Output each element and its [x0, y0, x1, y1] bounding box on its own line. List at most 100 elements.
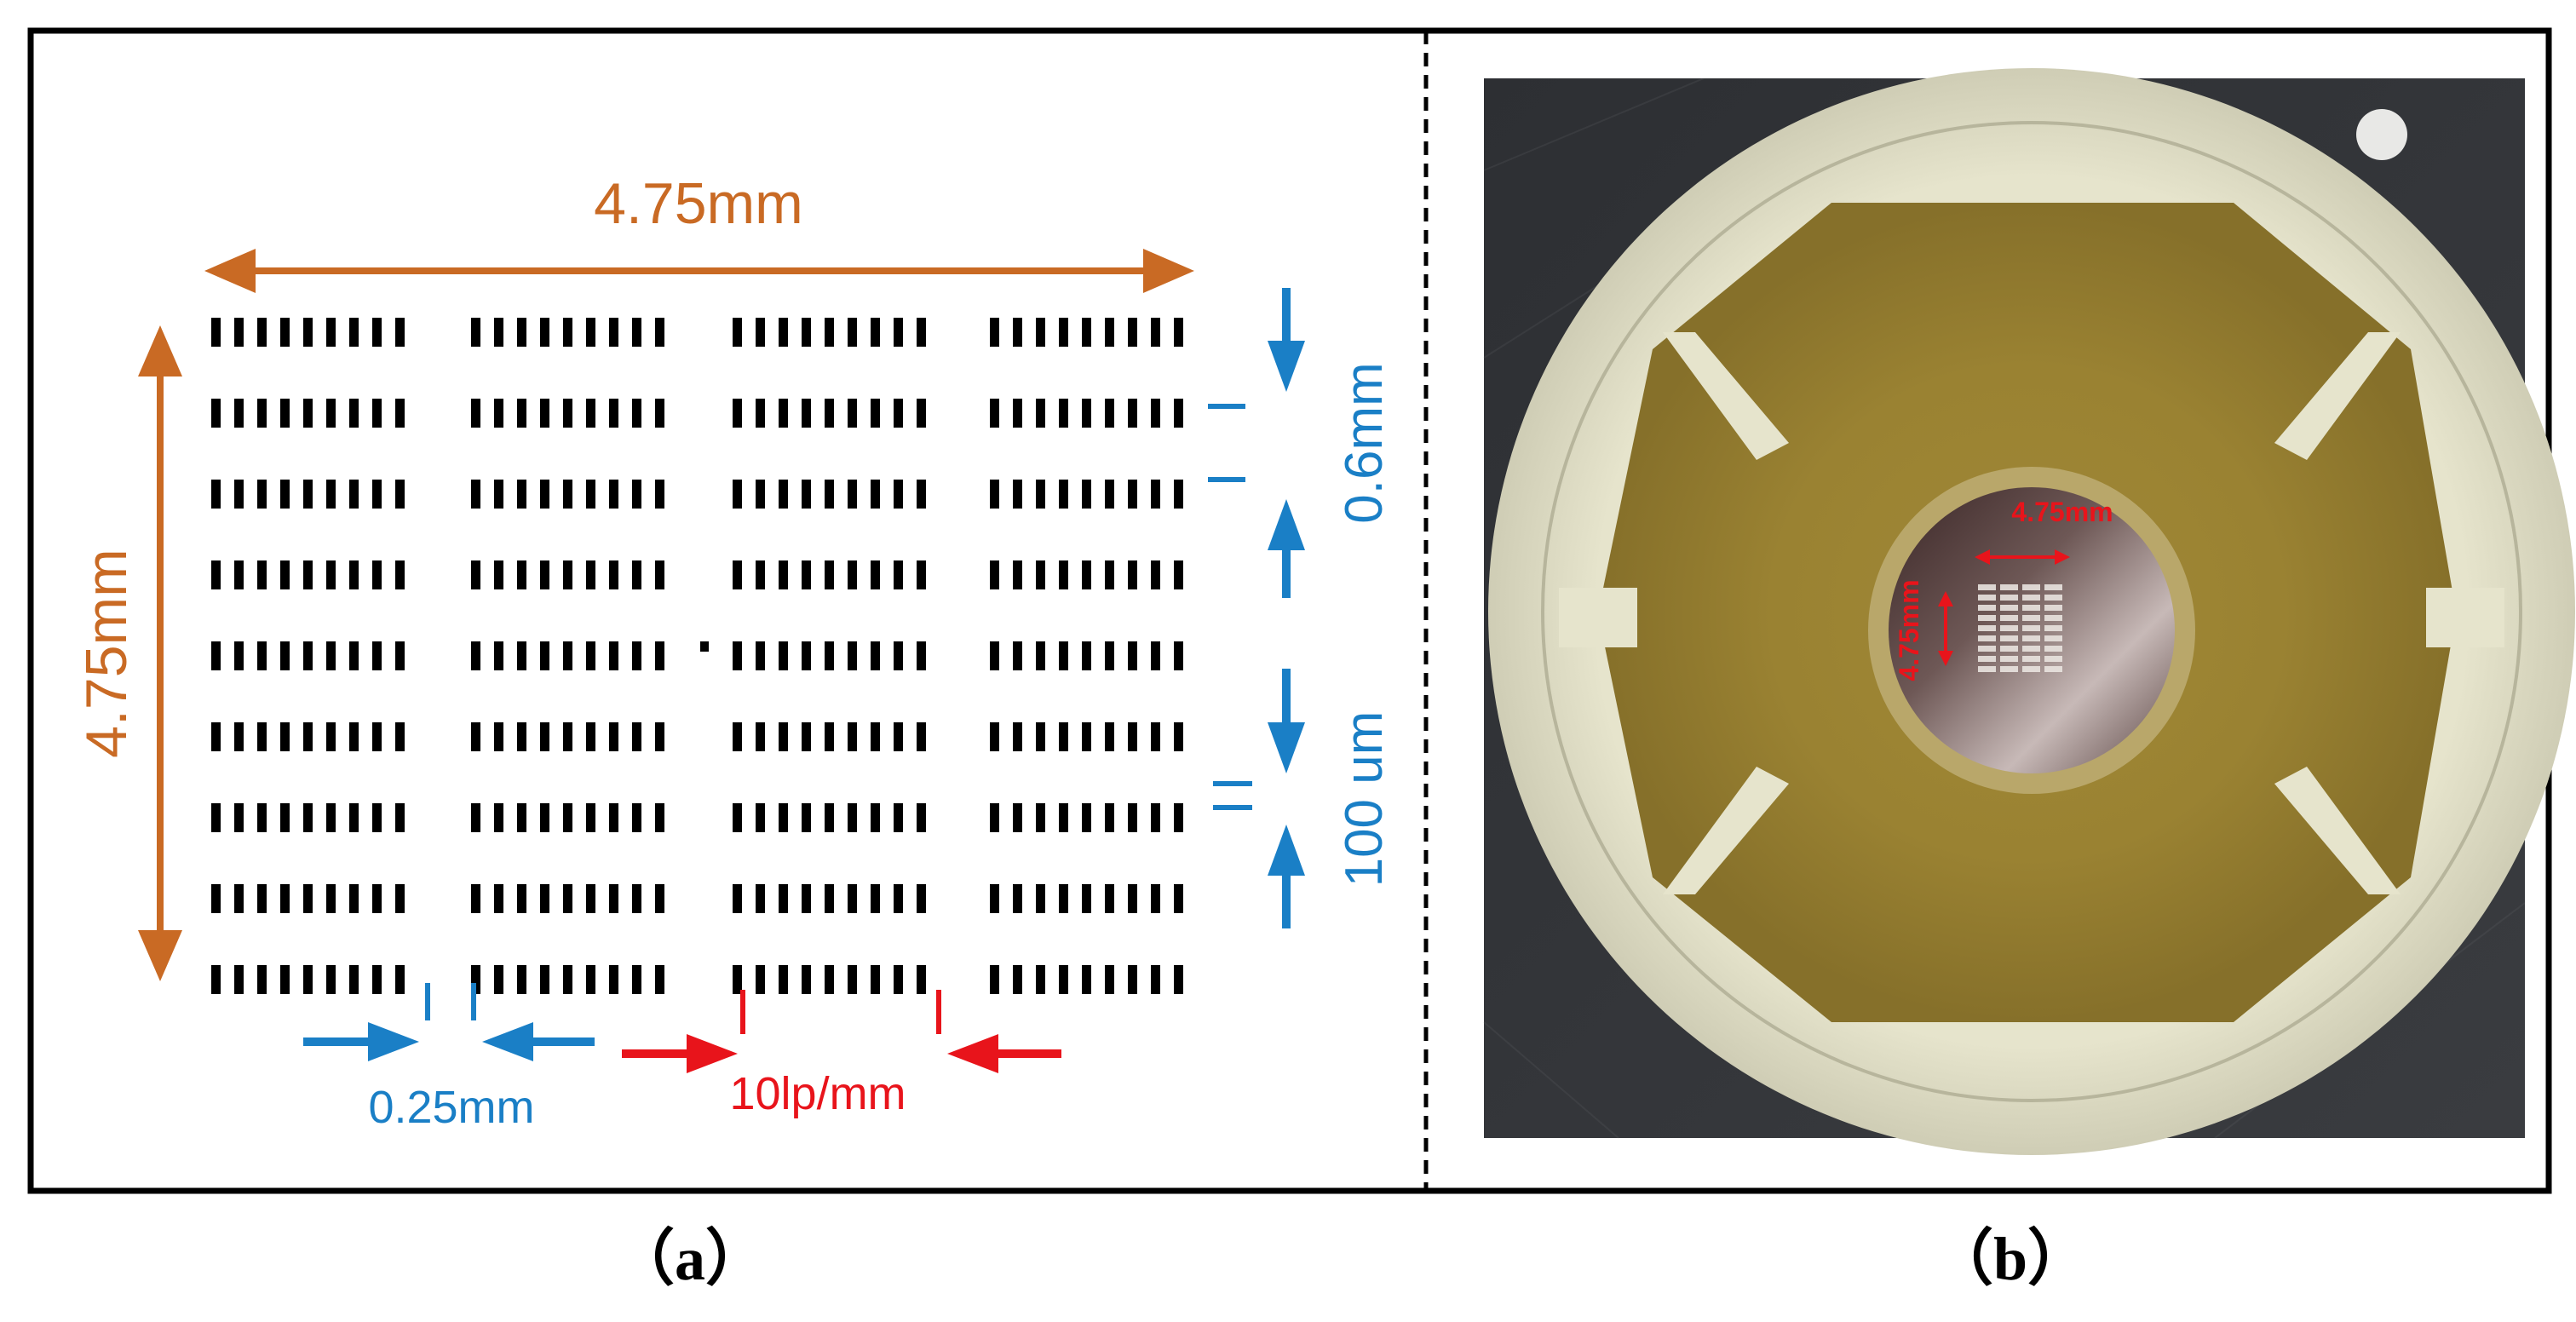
grating-bar: [917, 399, 926, 428]
grating-bar: [1128, 722, 1137, 751]
bar-width-label: 100 um: [1335, 711, 1394, 888]
grating-bar: [871, 318, 880, 347]
lens-pattern-cell: [1978, 625, 1996, 631]
grating-bar: [871, 884, 880, 913]
grating-bar: [303, 399, 313, 428]
grating-bar: [303, 803, 313, 832]
lens-pattern-cell: [2044, 595, 2062, 601]
width-arrow: [204, 249, 1194, 293]
grating-bar: [990, 641, 999, 670]
grating-bar: [609, 722, 618, 751]
grating-bar: [825, 965, 834, 994]
grating-bar: [1013, 399, 1022, 428]
grating-bar: [894, 560, 903, 589]
grating-bar: [894, 803, 903, 832]
grating-bar: [655, 641, 664, 670]
grating-bar: [303, 560, 313, 589]
grating-bar: [802, 965, 811, 994]
grating-bar: [1174, 965, 1183, 994]
grating-bar: [990, 480, 999, 509]
grating-bar: [517, 641, 526, 670]
grating-bar: [1151, 641, 1160, 670]
lens-pattern-cell: [2044, 666, 2062, 672]
width-label: 4.75mm: [594, 171, 803, 236]
grating-bar: [894, 480, 903, 509]
grating-bar: [211, 399, 221, 428]
grating-bar: [1151, 803, 1160, 832]
grating-bar: [540, 965, 549, 994]
grating-bar: [494, 965, 503, 994]
grating-bar: [1036, 318, 1045, 347]
grating-bar: [257, 722, 267, 751]
grating-bar: [655, 399, 664, 428]
grating-bar: [1151, 399, 1160, 428]
grating-bar: [1105, 399, 1114, 428]
grating-bar: [349, 480, 359, 509]
grating-bar: [848, 641, 857, 670]
grating-bar: [917, 560, 926, 589]
grating-bar: [586, 641, 595, 670]
grating-bar: [349, 318, 359, 347]
bar-group: [211, 641, 405, 670]
grating-bar: [733, 965, 742, 994]
grating-bar: [563, 641, 572, 670]
lens-pattern-cell: [1978, 646, 1996, 652]
grating-bar: [779, 560, 788, 589]
grating-bar: [372, 803, 382, 832]
grating-bar: [917, 965, 926, 994]
grating-bar: [779, 884, 788, 913]
grating-bar: [756, 399, 765, 428]
grating-bar: [517, 803, 526, 832]
bar-group: [733, 399, 926, 428]
grating-bar: [211, 803, 221, 832]
grating-bar: [733, 399, 742, 428]
grating-bar: [825, 803, 834, 832]
grating-bar: [894, 884, 903, 913]
grating-bar: [632, 965, 641, 994]
grating-bar: [234, 560, 244, 589]
grating-bar: [1059, 884, 1068, 913]
grating-bar: [257, 399, 267, 428]
grating-bar: [632, 318, 641, 347]
center-mark: [700, 641, 709, 652]
grating-bar: [917, 722, 926, 751]
grating-bar: [280, 560, 290, 589]
lens-pattern-cell: [2022, 625, 2040, 631]
bar-group: [733, 560, 926, 589]
lens-pattern-cell: [1978, 605, 1996, 611]
test-pattern-grid: [211, 318, 1183, 994]
grating-bar: [802, 318, 811, 347]
grating-bar: [280, 318, 290, 347]
grating-bar: [1059, 560, 1068, 589]
grating-bar: [825, 318, 834, 347]
grating-bar: [372, 318, 382, 347]
bar-group: [471, 965, 664, 994]
grating-bar: [349, 722, 359, 751]
grating-bar: [1082, 965, 1091, 994]
bar-group: [211, 722, 405, 751]
grating-bar: [1128, 399, 1137, 428]
grating-bar: [563, 965, 572, 994]
grating-bar: [779, 641, 788, 670]
grating-bar: [848, 803, 857, 832]
panel-a: 4.75mm 4.75mm 0.6mm 100 um: [74, 171, 1394, 1133]
grating-bar: [917, 480, 926, 509]
bar-group: [211, 965, 405, 994]
grating-bar: [802, 803, 811, 832]
grating-bar: [1059, 399, 1068, 428]
bar-group: [990, 318, 1183, 347]
grating-bar: [326, 641, 336, 670]
grating-bar: [211, 560, 221, 589]
grating-bar: [1105, 480, 1114, 509]
grating-bar: [756, 965, 765, 994]
grating-bar: [395, 722, 405, 751]
grating-bar: [894, 318, 903, 347]
grating-bar: [1059, 803, 1068, 832]
bar-group: [211, 318, 405, 347]
bar-group: [471, 722, 664, 751]
bar-group: [471, 560, 664, 589]
grating-bar: [894, 722, 903, 751]
grating-bar: [494, 560, 503, 589]
lens-pattern-cell: [2000, 656, 2018, 662]
grating-bar: [756, 318, 765, 347]
